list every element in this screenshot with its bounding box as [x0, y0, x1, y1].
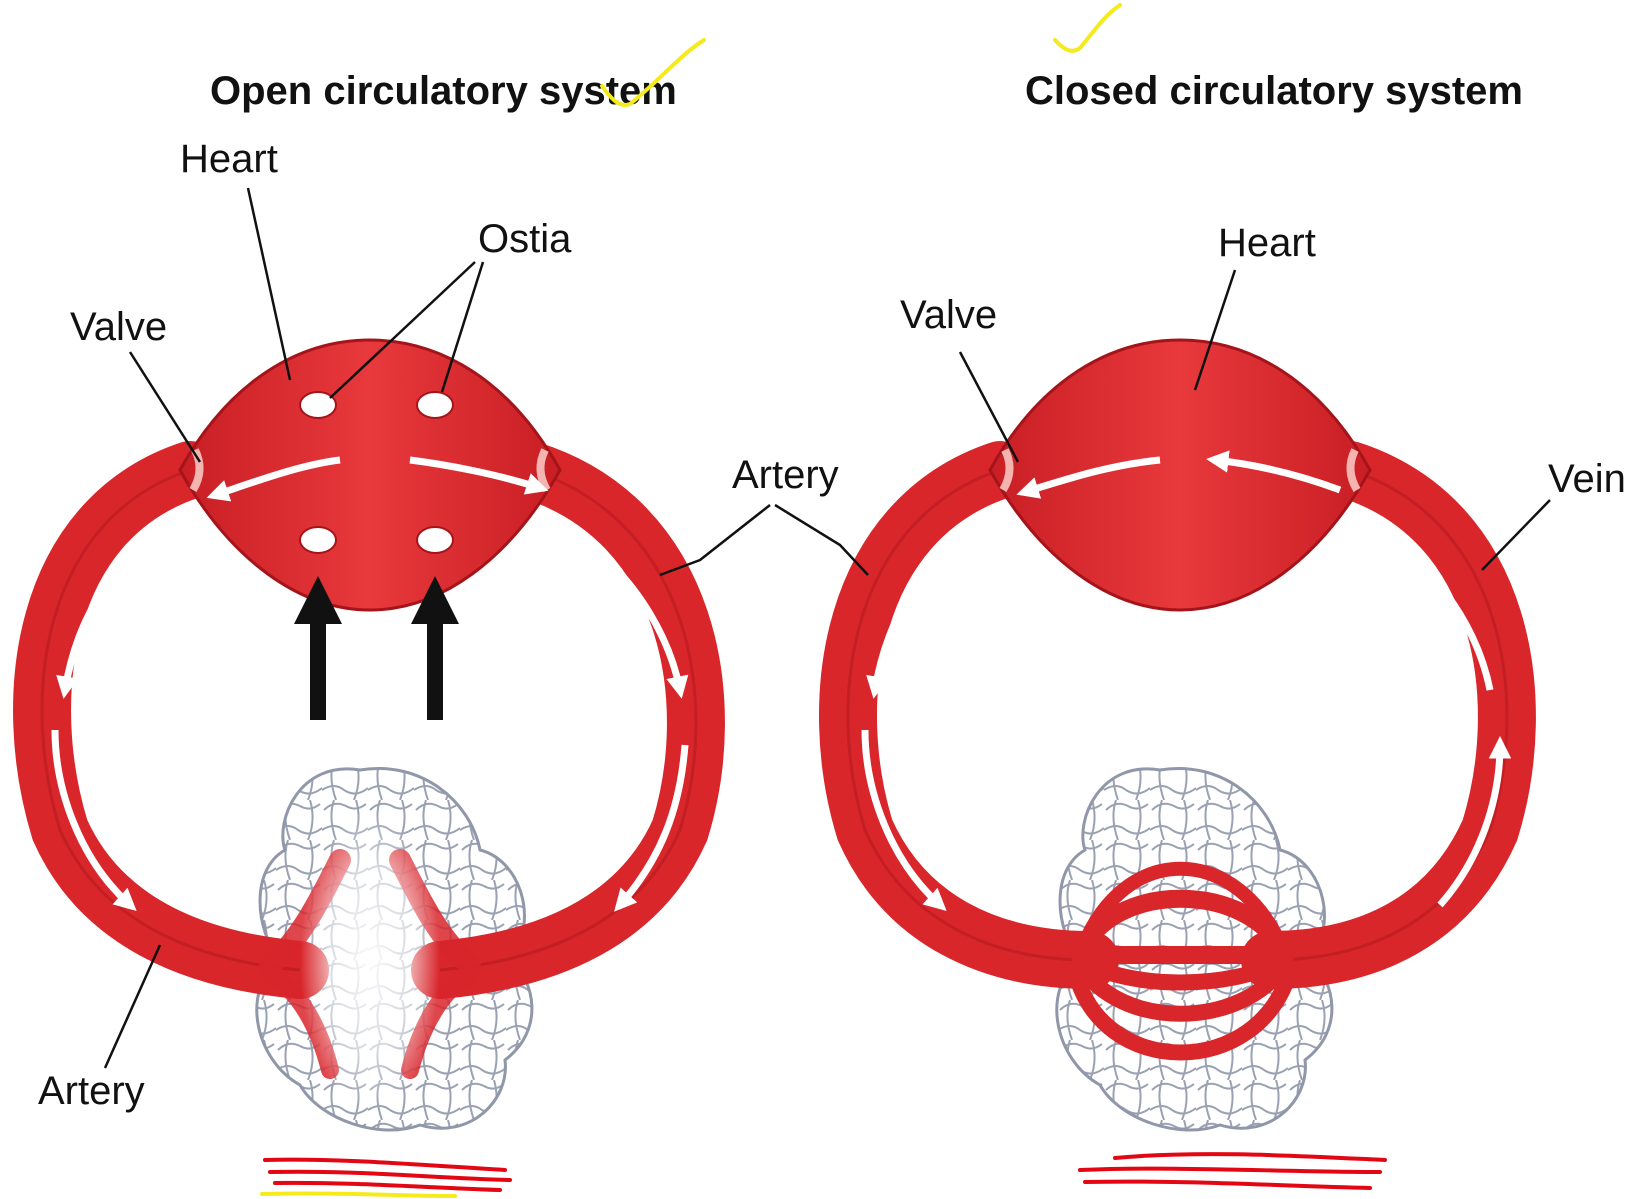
ostium-top-right [417, 392, 453, 418]
yellow-check-closed [1055, 5, 1120, 51]
ostia-label: Ostia [478, 217, 572, 261]
vein-label: Vein [1548, 457, 1626, 501]
closed-system-panel: Closed circulatory system Heart Valve Ve… [775, 69, 1626, 1130]
ostia-inflow-arrows [318, 600, 435, 720]
closed-system-title: Closed circulatory system [1025, 69, 1523, 113]
open-heart-label: Heart [180, 137, 278, 181]
open-system-panel: Open circulatory system Heart Ostia Valv… [38, 69, 839, 1130]
open-valve-label: Valve [70, 305, 167, 349]
yellow-underline-open [262, 1193, 455, 1196]
red-underline-open [265, 1160, 510, 1190]
closed-valve-label: Valve [900, 293, 997, 337]
closed-heart-label: Heart [1218, 221, 1316, 265]
closed-heart [990, 340, 1370, 610]
ostium-bottom-right [417, 527, 453, 553]
open-artery-left-label: Artery [38, 1069, 145, 1113]
ostium-bottom-left [300, 527, 336, 553]
red-underline-closed [1080, 1154, 1385, 1188]
open-artery-right-label: Artery [732, 453, 839, 497]
